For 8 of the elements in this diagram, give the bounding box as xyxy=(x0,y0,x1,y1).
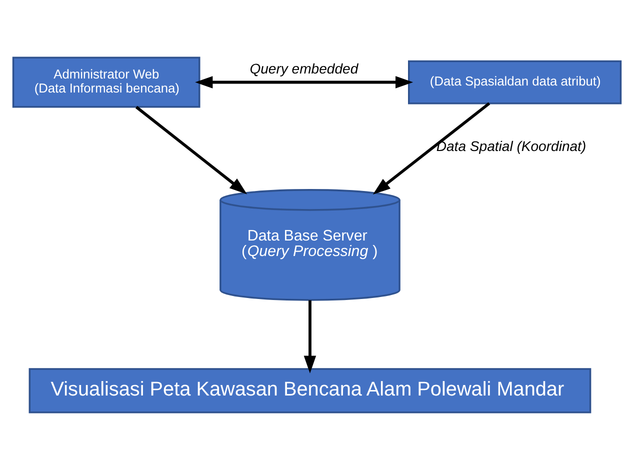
arrow xyxy=(372,102,490,194)
node-box: Administrator Web (Data Informasi bencana) xyxy=(12,56,200,108)
arrow xyxy=(135,105,248,194)
arrow xyxy=(304,300,316,373)
node-box: Visualisasi Peta Kawasan Bencana Alam Polewali Mandar xyxy=(28,368,592,413)
arrow xyxy=(195,76,414,88)
node-box: (Data Spasialdan data atribut) xyxy=(408,60,622,104)
edge-label: Query embedded xyxy=(250,60,358,76)
